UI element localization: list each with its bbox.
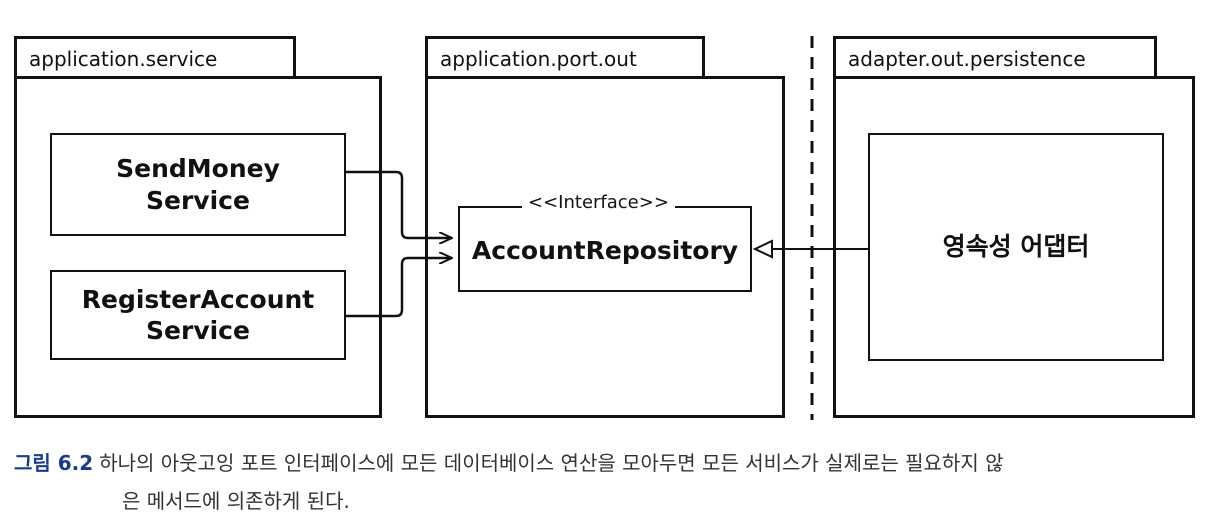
package-label-adapter: adapter.out.persistence <box>848 46 1086 71</box>
dependency-arrow-register-account <box>346 258 452 318</box>
interface-name: AccountRepository <box>471 236 739 266</box>
package-tab-port: application.port.out <box>425 36 705 78</box>
persistence-adapter-label: 영속성 어댑터 <box>942 232 1090 262</box>
class-persistence-adapter: 영속성 어댑터 <box>868 133 1164 361</box>
class-register-account-line2: Service <box>146 316 250 345</box>
class-send-money-line2: Service <box>146 185 250 215</box>
class-send-money-line1: SendMoney <box>116 154 280 184</box>
realization-arrowhead <box>752 239 773 259</box>
interface-account-repository: AccountRepository <box>458 206 752 292</box>
package-label-port: application.port.out <box>440 46 637 71</box>
interface-stereotype: <<Interface>> <box>522 192 675 213</box>
class-send-money-service: SendMoney Service <box>50 133 346 236</box>
caption-text-line1: 하나의 아웃고잉 포트 인터페이스에 모든 데이터베이스 연산을 모아두면 모든… <box>99 451 1004 475</box>
architecture-diagram: application.service SendMoney Service Re… <box>14 36 1195 420</box>
package-tab-service: application.service <box>14 36 296 78</box>
dependency-arrow-send-money <box>346 170 452 238</box>
class-register-account-line1: RegisterAccount <box>81 284 315 314</box>
class-register-account-service: RegisterAccount Service <box>50 270 346 360</box>
package-label-service: application.service <box>29 46 218 71</box>
connectors <box>346 36 868 420</box>
caption-text-line2: 은 메서드에 의존하게 된다. <box>122 489 350 513</box>
package-tab-adapter: adapter.out.persistence <box>833 36 1157 78</box>
figure-label: 그림 6.2 <box>14 451 94 475</box>
